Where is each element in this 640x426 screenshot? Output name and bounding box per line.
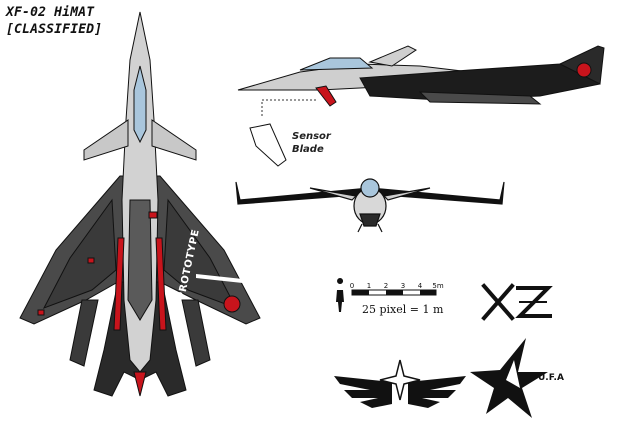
top-view-red-panel: [148, 211, 158, 219]
wing-emblem: [334, 359, 466, 408]
sensor-callout-line: [261, 99, 316, 118]
scale-tick-2: 2: [384, 282, 388, 290]
side-view-canopy: [299, 57, 374, 71]
wing-emblem-right-wing: [408, 376, 466, 408]
side-view-lower-fairing: [418, 91, 542, 105]
ufa-logo: U.F.A: [470, 338, 564, 418]
top-view-red-mark-left: [37, 309, 45, 316]
ufa-logo-cutout: [506, 360, 520, 388]
top-view-wing-stripe: [196, 274, 252, 284]
top-view-red-stripe-right: [155, 237, 167, 331]
top-view-exhaust: [133, 371, 147, 397]
scale-bar-segment-5: [420, 290, 436, 295]
front-view-canard-left: [309, 187, 358, 201]
scale-bar: 0 1 2 3 4 5m: [336, 278, 444, 312]
ufa-logo-text: U.F.A: [538, 373, 564, 383]
sensor-blade-part: [249, 123, 287, 167]
front-view-canard-right: [382, 187, 431, 201]
scale-human-figure: [336, 278, 344, 312]
top-view-canopy: [133, 65, 147, 144]
scale-bar-segment-1: [352, 290, 369, 295]
title-block: XF-02 HiMAT [CLASSIFIED]: [6, 4, 102, 38]
star-icon: [379, 359, 421, 401]
top-view-fin-left: [69, 299, 99, 367]
scale-bar-segment-3: [386, 290, 403, 295]
side-view-roundel: [576, 62, 592, 78]
top-view-canard-left: [83, 119, 129, 161]
top-view-red-stripe-left: [113, 237, 125, 331]
side-view-upper-fin: [368, 45, 417, 67]
sensor-blade-label: Sensor Blade: [292, 130, 331, 156]
front-view-gear-right: [377, 223, 383, 233]
side-view-intake: [315, 85, 337, 107]
side-view: [237, 45, 605, 107]
top-view-red-mark-mid: [87, 257, 95, 264]
top-view-wing-panel-left: [42, 198, 117, 309]
xz-logo-x: [481, 283, 515, 321]
top-view-wing-panel-right: [163, 198, 238, 309]
front-view-gear-left: [357, 223, 363, 233]
top-view: [19, 11, 261, 397]
scale-tick-5: 5m: [432, 282, 443, 290]
aircraft-name: XF-02 HiMAT: [6, 5, 95, 20]
scale-caption: 25 pixel = 1 m: [362, 303, 444, 316]
sensor-label-line1: Sensor: [292, 131, 331, 142]
top-view-roundel: [223, 295, 241, 313]
scale-tick-4: 4: [418, 282, 423, 290]
front-view: [235, 178, 505, 233]
sensor-label-line2: Blade: [292, 144, 324, 155]
scale-tick-3: 3: [401, 282, 405, 290]
xz-logo: [481, 283, 553, 321]
wing-emblem-left-wing: [334, 376, 392, 408]
top-view-canard-right: [151, 119, 197, 161]
scale-tick-1: 1: [367, 282, 371, 290]
top-view-spine: [127, 199, 153, 321]
front-view-canopy: [360, 178, 380, 198]
classification-label: [CLASSIFIED]: [6, 22, 103, 37]
scale-tick-0: 0: [350, 282, 354, 290]
front-view-intake: [359, 213, 381, 227]
top-view-fin-right: [181, 299, 211, 367]
